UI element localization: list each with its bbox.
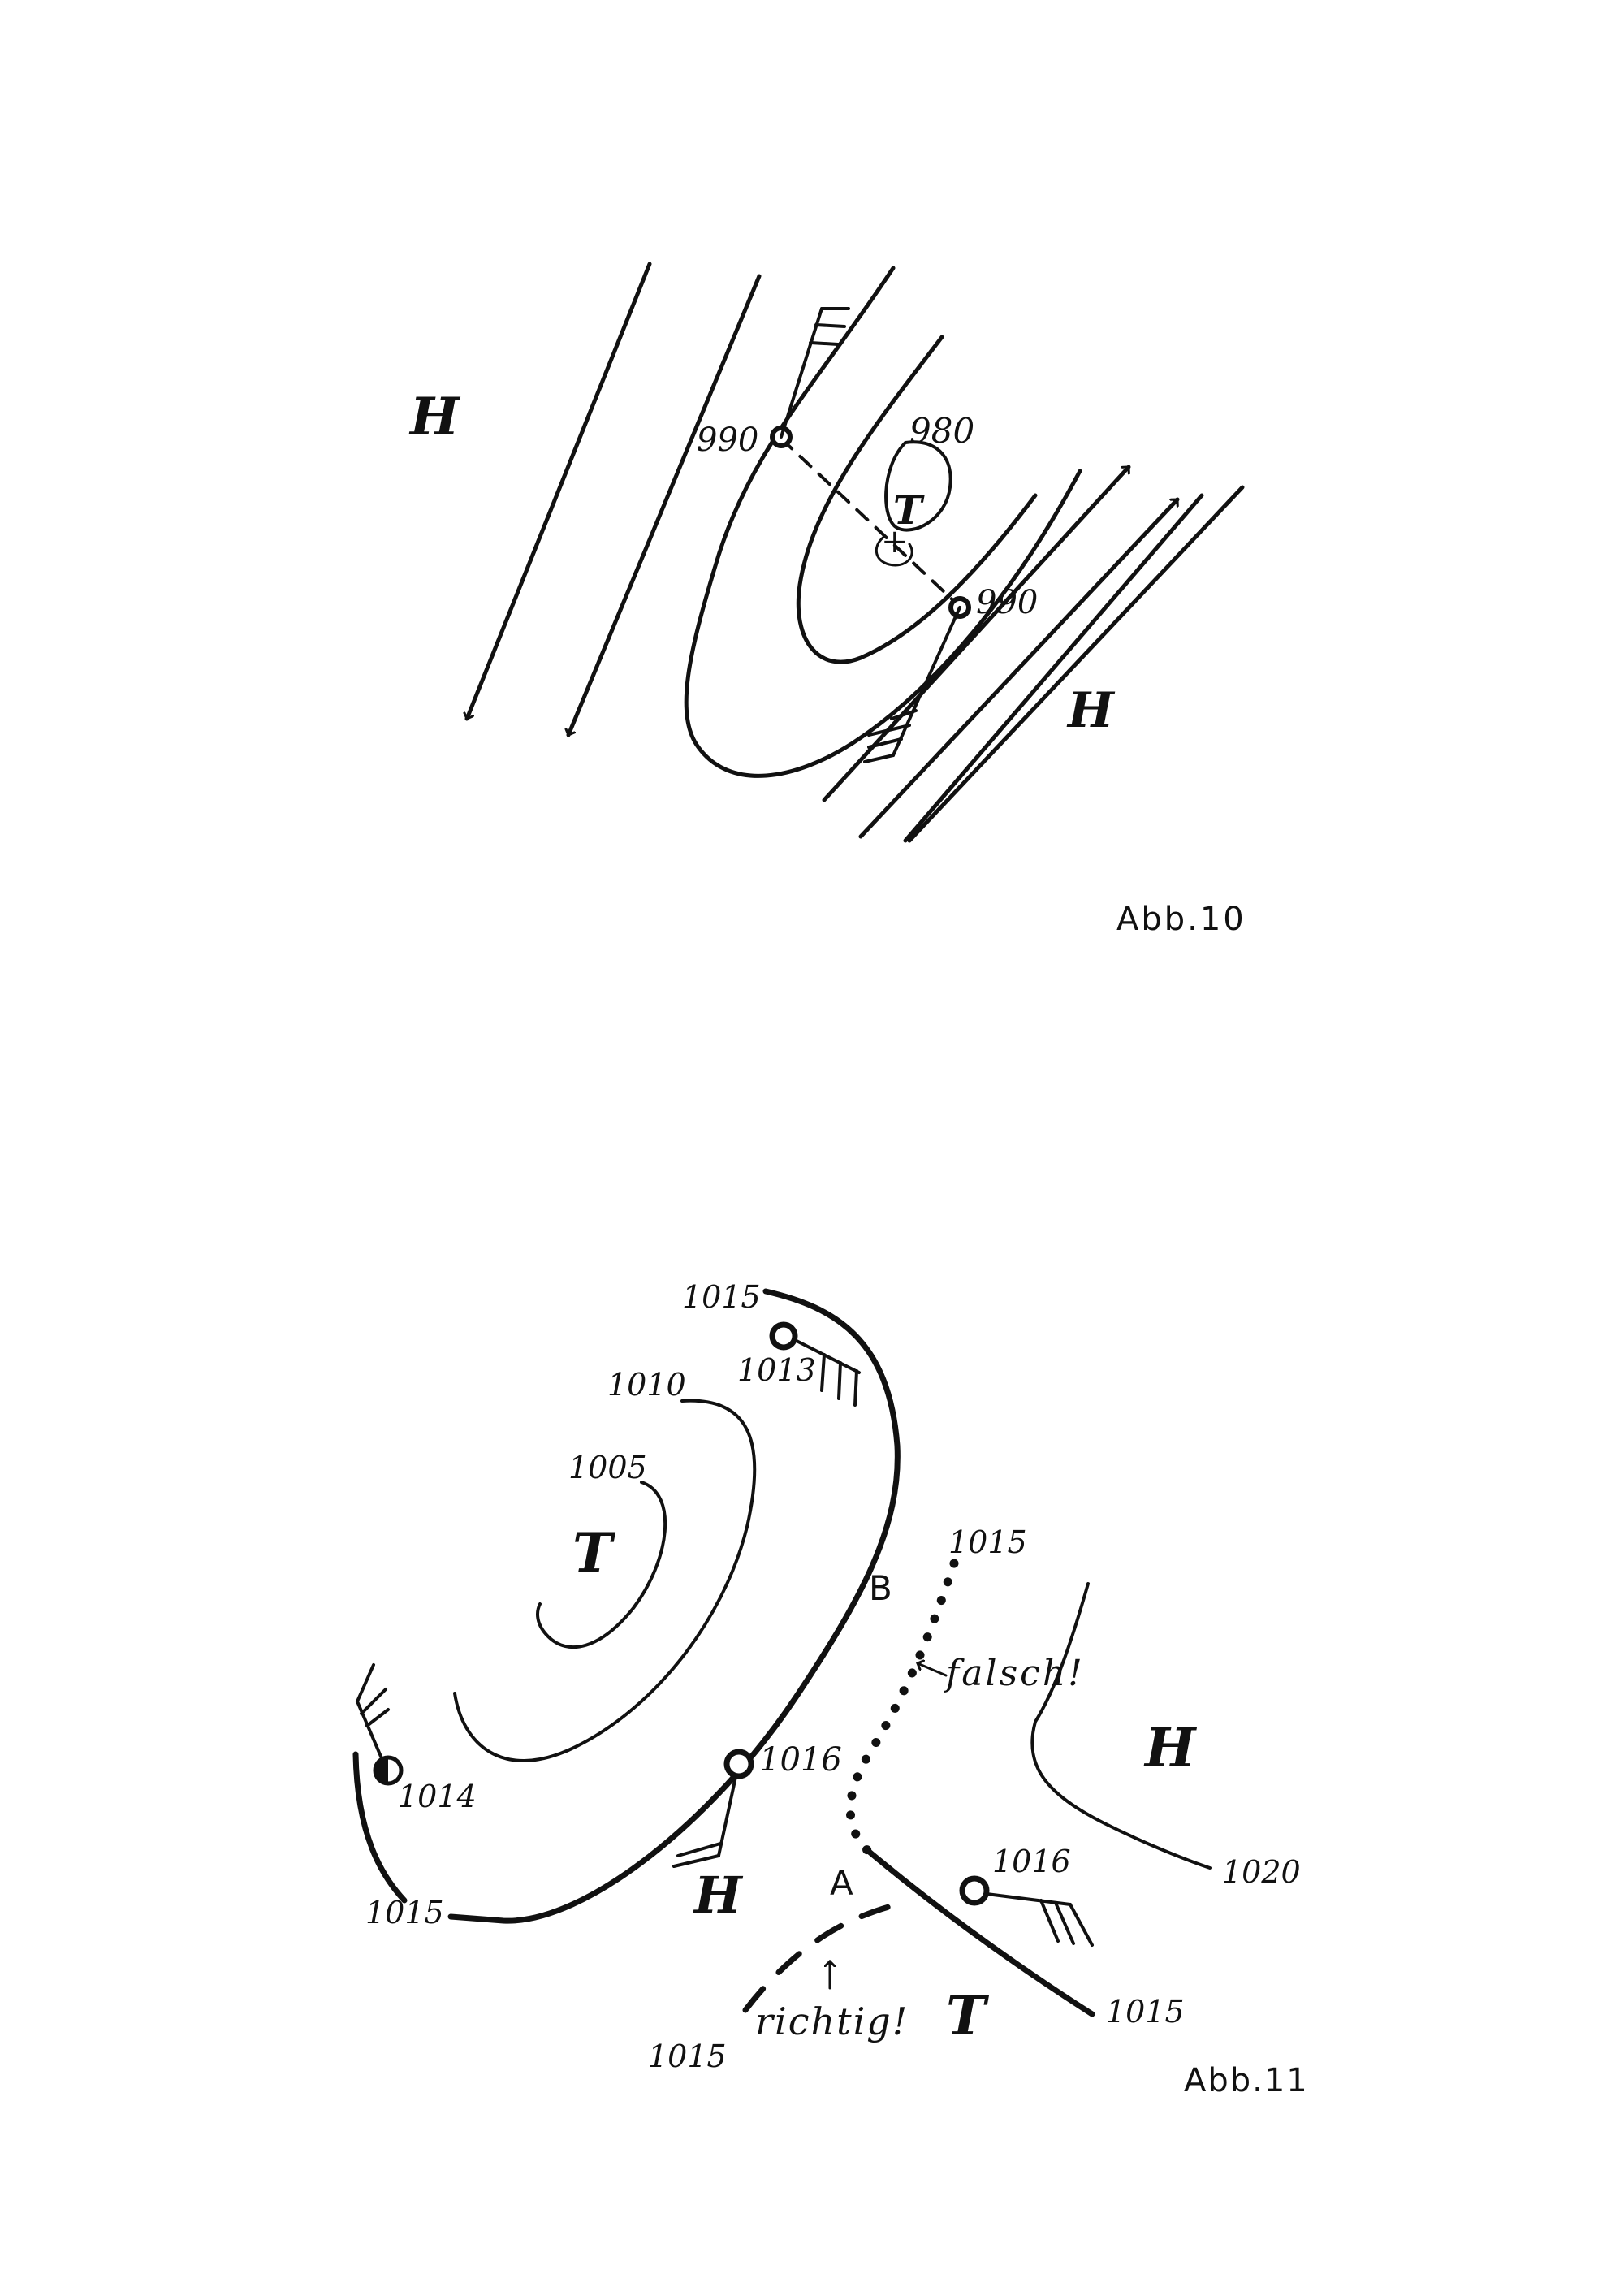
label-1005: 1005 xyxy=(568,1450,647,1485)
high-pressure-symbol-right: H xyxy=(1066,682,1117,739)
label-1014: 1014 xyxy=(398,1779,477,1814)
label-richtig: richtig! xyxy=(755,2000,909,2043)
station-1016-right xyxy=(959,1875,1094,1947)
figure-11: 1015 1013 1010 1005 T B 1015 falsch! H 1… xyxy=(352,1279,1309,2099)
isobar-1020 xyxy=(1030,1582,1212,1870)
high-pressure-symbol-south: H xyxy=(693,1865,744,1925)
station-nw xyxy=(770,307,850,448)
wind-shaft xyxy=(780,307,823,439)
low-pressure-symbol: T xyxy=(893,488,925,534)
label-1016-right: 1016 xyxy=(992,1844,1071,1879)
label-point-b: B xyxy=(869,1568,892,1608)
station-1016-mid xyxy=(672,1749,754,1868)
wind-barbs xyxy=(863,709,918,763)
wind-barbs xyxy=(820,1353,858,1407)
station-1014 xyxy=(356,1663,404,1786)
label-1015-bottom: 1015 xyxy=(648,2038,727,2074)
high-pressure-symbol-left: H xyxy=(408,387,462,447)
wind-shaft xyxy=(356,1700,383,1760)
streamline-right-3 xyxy=(903,493,1204,843)
caption-abb10: Abb.10 xyxy=(1116,901,1246,938)
label-1020: 1020 xyxy=(1222,1854,1301,1890)
label-1015-top: 1015 xyxy=(682,1279,761,1315)
isobar-1005 xyxy=(536,1481,667,1649)
caption-abb11: Abb.11 xyxy=(1184,2062,1309,2099)
streamline-right-4 xyxy=(907,485,1245,843)
station-1013 xyxy=(769,1321,861,1407)
high-pressure-symbol-east: H xyxy=(1143,1716,1198,1779)
isobar-1015-dashed-correct xyxy=(742,1900,913,2013)
wind-barbs xyxy=(1039,1899,1094,1947)
streamline-left-1 xyxy=(467,262,652,721)
low-pressure-symbol-south: T xyxy=(946,1984,990,2047)
center-loop xyxy=(875,534,914,567)
label-point-a: A xyxy=(830,1863,853,1903)
label-falsch: falsch! xyxy=(944,1653,1085,1694)
label-980: 980 xyxy=(909,411,974,451)
low-pressure-symbol-main: T xyxy=(572,1521,616,1584)
isobar-outer xyxy=(684,266,1082,778)
wind-shaft xyxy=(892,606,961,757)
station-circle xyxy=(769,1321,798,1351)
wind-shaft xyxy=(985,1892,1072,1906)
label-990-se: 990 xyxy=(976,584,1038,621)
isobar-1015-right xyxy=(864,1847,1095,2017)
isobar-inner xyxy=(796,335,1038,664)
label-1015-dotted: 1015 xyxy=(948,1524,1027,1560)
isobar-1015-left xyxy=(352,1751,408,1904)
arrow-falsch xyxy=(918,1663,948,1677)
station-circle xyxy=(723,1749,754,1779)
figure-10: + 990 990 980 T H H Abb.10 xyxy=(408,262,1246,938)
wind-barbs xyxy=(672,1842,722,1868)
streamline-right-2 xyxy=(858,497,1180,839)
streamline-left-2 xyxy=(568,274,762,737)
isobar-1010 xyxy=(453,1399,757,1762)
label-1015-right: 1015 xyxy=(1106,1994,1185,2030)
label-1016-mid: 1016 xyxy=(759,1741,842,1779)
label-990-nw: 990 xyxy=(697,422,758,459)
label-1010: 1010 xyxy=(607,1367,686,1403)
wind-barbs xyxy=(356,1663,390,1727)
isobar-980 xyxy=(884,440,952,532)
station-half-fill xyxy=(375,1757,388,1783)
dashed-connector xyxy=(780,437,960,607)
label-1015-left: 1015 xyxy=(365,1895,444,1930)
station-se xyxy=(863,596,971,763)
isobar-1015-main xyxy=(447,1288,901,1924)
isobar-1015-dotted-wrong xyxy=(845,1559,959,1855)
label-1013: 1013 xyxy=(737,1352,816,1388)
station-circle xyxy=(959,1875,990,1906)
wind-shaft xyxy=(793,1338,861,1374)
wind-barbs xyxy=(809,307,850,346)
